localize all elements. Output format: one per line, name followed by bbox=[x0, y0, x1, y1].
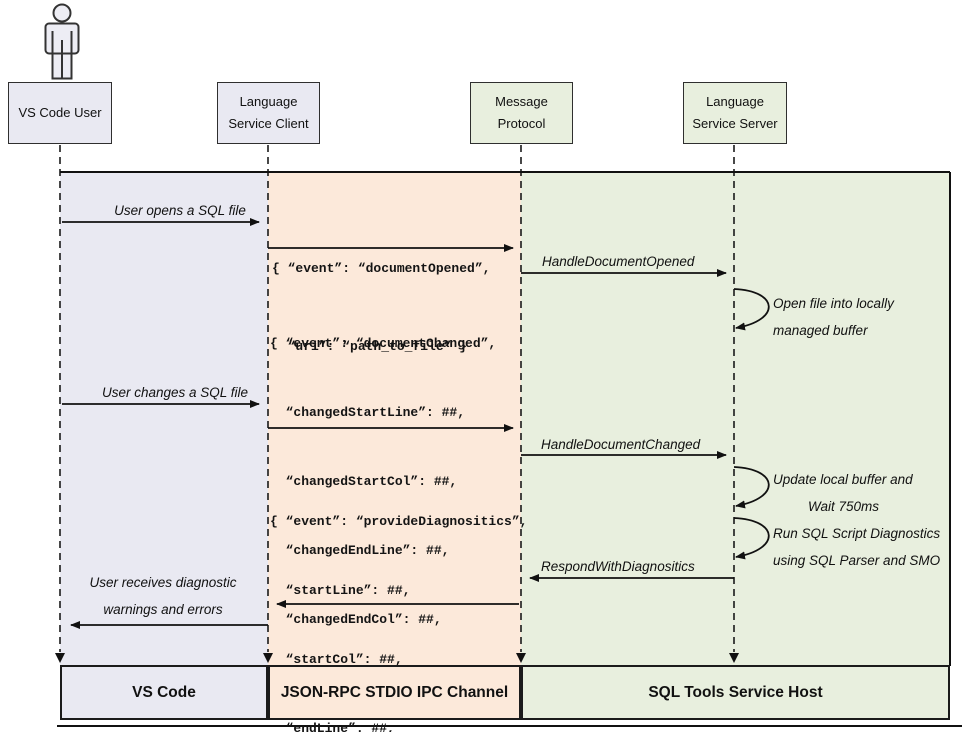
json-line: { “event”: “documentChanged”, bbox=[270, 336, 497, 351]
footer-box-service-host: SQL Tools Service Host bbox=[521, 665, 950, 720]
json-provide-diagnostics: { “event”: “provideDiagnositics”, “start… bbox=[270, 464, 527, 732]
message-label-user-changes: User changes a SQL file bbox=[101, 385, 249, 400]
user-person-icon bbox=[44, 3, 80, 80]
json-line: “changedEndLine”: ##, bbox=[270, 543, 450, 558]
json-line: “uri”: “path_to_file” } bbox=[272, 339, 468, 354]
json-line: “endLine”: ##, bbox=[270, 721, 395, 732]
actor-box-vscode-user: VS Code User bbox=[8, 82, 112, 144]
actor-box-language-service-client: Language Service Client bbox=[217, 82, 320, 144]
message-label-respond: RespondWithDiagnositics bbox=[541, 559, 695, 574]
json-line: “startCol”: ##, bbox=[270, 652, 403, 667]
actor-label-line1: Message bbox=[495, 94, 548, 110]
footer-label: SQL Tools Service Host bbox=[648, 683, 823, 701]
footer-box-ipc-channel: JSON-RPC STDIO IPC Channel bbox=[268, 665, 521, 720]
json-line: “changedStartLine”: ##, bbox=[270, 405, 466, 420]
actor-box-language-service-server: Language Service Server bbox=[683, 82, 787, 144]
message-label-handle-opened: HandleDocumentOpened bbox=[542, 254, 695, 269]
json-document-opened: { “event”: “documentOpened”, “uri”: “pat… bbox=[272, 204, 490, 412]
footer-box-vscode: VS Code bbox=[60, 665, 268, 720]
json-line: { “event”: “provideDiagnositics”, bbox=[270, 514, 528, 529]
actor-label-line2: Service Server bbox=[692, 115, 778, 131]
actor-label-line1: Language bbox=[706, 94, 764, 110]
footer-label: VS Code bbox=[132, 683, 196, 701]
lane-ipc-channel bbox=[268, 172, 521, 667]
actor-box-message-protocol: Message Protocol bbox=[470, 82, 573, 144]
note-run-line2: using SQL Parser and SMO bbox=[773, 553, 941, 568]
person-head bbox=[52, 3, 72, 23]
message-label-user-receives-2: warnings and errors bbox=[103, 602, 223, 617]
note-run-line1: Run SQL Script Diagnostics bbox=[773, 526, 941, 541]
note-open-file-line1: Open file into locally bbox=[773, 296, 894, 311]
actor-label: VS Code User bbox=[18, 104, 102, 120]
note-update-line1: Update local buffer and bbox=[773, 472, 913, 487]
json-line: “changedStartCol”: ##, bbox=[270, 474, 458, 489]
message-label-user-opens: User opens a SQL file bbox=[114, 203, 246, 218]
actor-label-line1: Language bbox=[239, 94, 298, 110]
json-line: “changedEndCol”: ##, bbox=[270, 612, 442, 627]
json-line: { “event”: “documentOpened”, bbox=[272, 261, 491, 276]
lane-vscode bbox=[60, 172, 268, 667]
message-label-handle-changed: HandleDocumentChanged bbox=[541, 437, 701, 452]
json-line: “startLine”: ##, bbox=[270, 583, 411, 598]
lane-service-host bbox=[521, 172, 950, 667]
note-update-line2: Wait 750ms bbox=[808, 499, 880, 514]
actor-label-line2: Service Client bbox=[228, 115, 309, 131]
footer-label: JSON-RPC STDIO IPC Channel bbox=[280, 683, 509, 701]
note-open-file-line2: managed buffer bbox=[773, 323, 868, 338]
actor-label-line2: Protocol bbox=[497, 115, 546, 131]
message-label-user-receives-1: User receives diagnostic bbox=[89, 575, 237, 590]
